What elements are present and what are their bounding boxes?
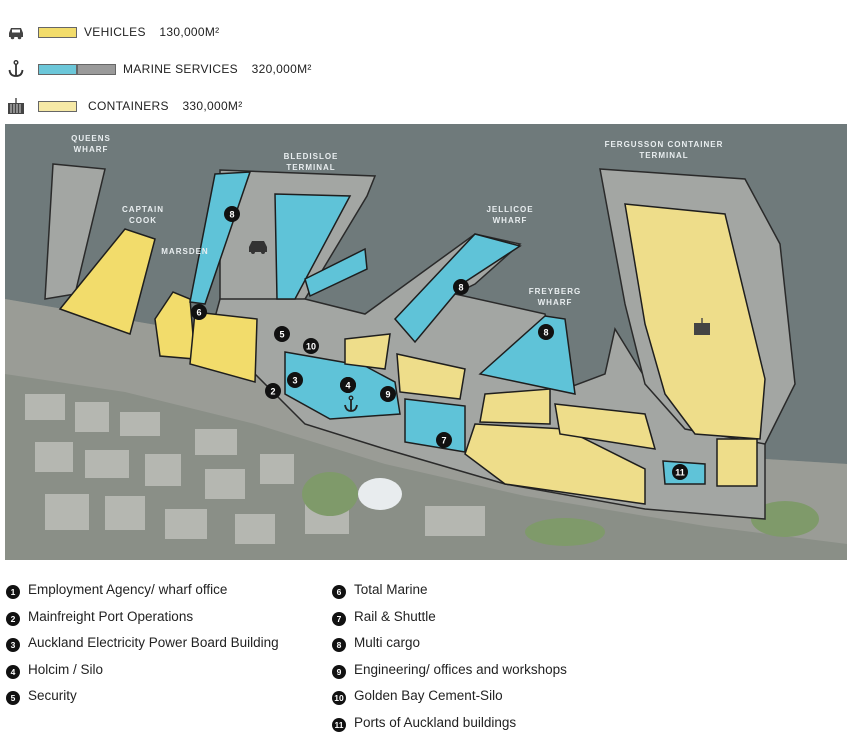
marker-number: 5 bbox=[279, 330, 284, 340]
key-number: 11 bbox=[332, 717, 346, 732]
legend-area: 320,000M² bbox=[251, 62, 312, 76]
vehicles-swatch bbox=[38, 27, 77, 38]
legend-containers: CONTAINERS 330,000M² bbox=[0, 96, 260, 122]
legend-vehicles: VEHICLES 130,000M² bbox=[0, 22, 260, 48]
container-yard-2-area bbox=[479, 388, 551, 425]
port-map-svg: QUEENS WHARF CAPTAIN COOK MARSDEN BLEDIS… bbox=[5, 124, 847, 560]
marker-5[interactable]: 5 bbox=[274, 326, 290, 342]
freyberg-label: FREYBERG bbox=[529, 287, 581, 296]
key-label: Auckland Electricity Power Board Buildin… bbox=[28, 635, 279, 650]
marker-number: 4 bbox=[345, 381, 350, 391]
key-label: Rail & Shuttle bbox=[354, 608, 436, 624]
key-label: Security bbox=[28, 688, 77, 703]
car-icon bbox=[249, 241, 267, 254]
marsden-wharf-area bbox=[154, 291, 196, 360]
container-yard-4-area bbox=[396, 353, 466, 400]
marker-9[interactable]: 9 bbox=[380, 386, 396, 402]
captain-cook-label: CAPTAIN bbox=[122, 205, 164, 214]
legend-area: 330,000M² bbox=[182, 99, 243, 113]
queens-marine-area bbox=[189, 171, 252, 305]
bledisloe-berth-area bbox=[304, 247, 368, 298]
fergusson-label: FERGUSSON CONTAINER bbox=[605, 140, 724, 149]
marker-8-jellicoe[interactable]: 8 bbox=[453, 279, 469, 295]
bledisloe-marine-area bbox=[274, 193, 352, 300]
key-label: Ports of Auckland buildings bbox=[354, 714, 517, 730]
container-yard-5-area bbox=[716, 438, 758, 487]
stadium-roof bbox=[358, 478, 402, 510]
captain-cook-label-2: COOK bbox=[129, 216, 157, 225]
legend-label: MARINE SERVICES bbox=[123, 62, 238, 76]
legend-label: VEHICLES bbox=[84, 25, 146, 39]
captain-cook-wharf-area bbox=[58, 228, 156, 335]
key-number: 6 bbox=[332, 585, 346, 599]
port-map: QUEENS WHARF CAPTAIN COOK MARSDEN BLEDIS… bbox=[5, 124, 847, 560]
queens-wharf-label-2: WHARF bbox=[74, 145, 109, 154]
marker-6[interactable]: 6 bbox=[191, 304, 207, 320]
key-label: Engineering/ offices and workshops bbox=[354, 661, 567, 677]
wharf-outlines bbox=[58, 171, 766, 505]
key-number: 10 bbox=[332, 691, 346, 705]
rail-shuttle-area bbox=[404, 398, 466, 453]
container-icon bbox=[8, 98, 24, 114]
marker-10[interactable]: 10 bbox=[303, 338, 319, 354]
container-icon bbox=[694, 318, 710, 335]
marker-4[interactable]: 4 bbox=[340, 377, 356, 393]
marker-3[interactable]: 3 bbox=[287, 372, 303, 388]
marine-grey-swatch bbox=[77, 64, 116, 75]
key-label: Employment Agency/ wharf office bbox=[28, 582, 228, 597]
legend-marine-services: MARINE SERVICES 320,000M² bbox=[0, 59, 320, 85]
marker-number: 6 bbox=[196, 308, 201, 318]
key-number: 3 bbox=[6, 638, 20, 652]
key-number: 2 bbox=[6, 611, 20, 626]
key-label: Holcim / Silo bbox=[28, 661, 104, 677]
key-number: 1 bbox=[6, 585, 20, 599]
bledisloe-label: BLEDISLOE bbox=[284, 152, 339, 161]
marker-2[interactable]: 2 bbox=[265, 383, 281, 399]
key-label: Golden Bay Cement-Silo bbox=[354, 688, 503, 703]
legend-area: 130,000M² bbox=[159, 25, 220, 39]
marker-number: 3 bbox=[292, 376, 297, 386]
legend-label: CONTAINERS bbox=[88, 99, 169, 113]
anchor-icon bbox=[344, 395, 358, 412]
key-number: 7 bbox=[332, 611, 346, 626]
marker-number: 7 bbox=[441, 436, 446, 446]
marker-number: 10 bbox=[306, 342, 316, 352]
marker-number: 11 bbox=[675, 468, 685, 478]
bledisloe-label-2: TERMINAL bbox=[286, 163, 335, 172]
containers-swatch bbox=[38, 101, 77, 112]
container-yard-3-area bbox=[554, 403, 657, 450]
fergusson-label-2: TERMINAL bbox=[639, 151, 688, 160]
key-number: 8 bbox=[332, 638, 346, 652]
vehicle-yard-area bbox=[189, 311, 258, 383]
key-number: 4 bbox=[6, 664, 20, 679]
key-number: 9 bbox=[332, 664, 346, 679]
marker-7[interactable]: 7 bbox=[436, 432, 452, 448]
marsden-label: MARSDEN bbox=[161, 247, 208, 256]
jellicoe-label: JELLICOE bbox=[486, 205, 533, 214]
marker-number: 8 bbox=[458, 283, 463, 293]
key-label: Multi cargo bbox=[354, 635, 421, 650]
container-block-area bbox=[344, 333, 391, 370]
marker-number: 2 bbox=[270, 387, 275, 397]
key-label: Mainfreight Port Operations bbox=[28, 608, 194, 624]
key-number: 5 bbox=[6, 691, 20, 705]
marker-8-freyberg[interactable]: 8 bbox=[538, 324, 554, 340]
marker-11[interactable]: 11 bbox=[672, 464, 688, 480]
freyberg-label-2: WHARF bbox=[538, 298, 573, 307]
marker-number: 9 bbox=[385, 390, 390, 400]
marker-number: 8 bbox=[543, 328, 548, 338]
marker-8-queens[interactable]: 8 bbox=[224, 206, 240, 222]
anchor-icon bbox=[8, 60, 24, 77]
queens-wharf-label: QUEENS bbox=[71, 134, 111, 143]
car-icon bbox=[9, 28, 23, 40]
jellicoe-label-2: WHARF bbox=[493, 216, 528, 225]
fergusson-container-area bbox=[624, 203, 766, 440]
parkland bbox=[302, 472, 819, 546]
marine-swatch bbox=[38, 64, 77, 75]
key-label: Total Marine bbox=[354, 582, 428, 597]
marker-number: 8 bbox=[229, 210, 234, 220]
